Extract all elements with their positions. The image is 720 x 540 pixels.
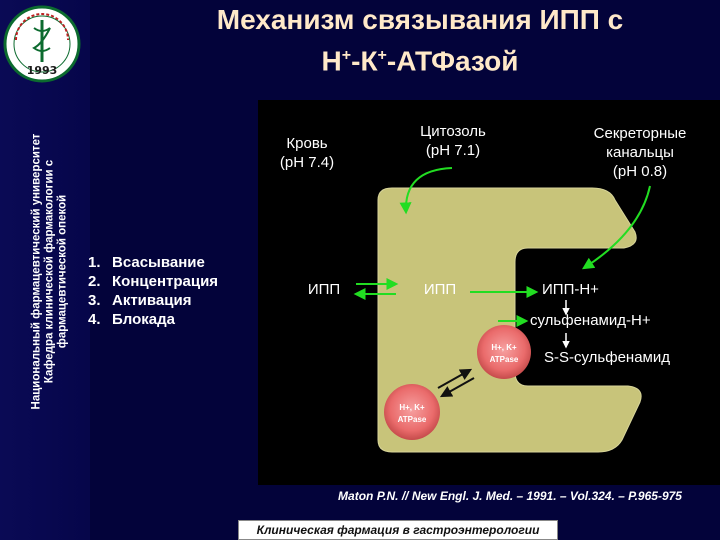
title-line-2: H+-К+-АТФазой <box>321 45 519 77</box>
list-item: 2.Концентрация <box>88 273 219 290</box>
secretory-label: Секреторные канальцы (pH 0.8) <box>593 125 687 180</box>
university-logo <box>3 5 81 83</box>
ss-sulfenamide-label: S-S-сульфенамид <box>544 349 670 366</box>
atpase-membrane-label-1: H+, K+ <box>491 343 517 352</box>
enzyme-traffic-arrow-down <box>439 377 475 398</box>
list-item: 1.Всасывание <box>88 254 205 271</box>
atpase-membrane-label-2: ATPase <box>490 355 519 364</box>
logo-year: 1993 <box>26 64 58 77</box>
list-item: 3.Активация <box>88 292 192 309</box>
atpase-membrane <box>477 325 531 379</box>
footer-bar: Клиническая фармация в гастроэнтерологии <box>238 520 558 540</box>
atpase-vesicle <box>384 384 440 440</box>
ipp-cytosol-label: ИПП <box>423 281 457 298</box>
secretory-arrow <box>581 185 651 270</box>
enzyme-traffic-arrow-up <box>437 368 473 389</box>
blood-label: Кровь (pH 7.4) <box>279 135 335 171</box>
slide-title: Механизм связывания ИПП с H+-К+-АТФазой <box>120 2 720 79</box>
cytosol-label: Цитозоль (pH 7.1) <box>420 123 486 159</box>
cytosol-arrow <box>399 167 453 215</box>
ipp-blood-label: ИПП <box>307 281 341 298</box>
sulfenamide-h-label: сульфенамид-H+ <box>530 312 651 329</box>
steps-list: 1.Всасывание 2.Концентрация 3.Активация … <box>88 253 218 329</box>
atpase-vesicle-label-2: ATPase <box>398 415 427 424</box>
atpase-vesicle-label-1: H+, K+ <box>399 403 425 412</box>
left-band <box>0 0 90 540</box>
title-line-1: Механизм связывания ИПП с <box>216 4 624 35</box>
reference-citation: Maton P.N. // New Engl. J. Med. – 1991. … <box>338 489 682 503</box>
list-item: 4.Блокада <box>88 311 175 328</box>
ipp-h-label: ИПП-H+ <box>542 281 599 298</box>
